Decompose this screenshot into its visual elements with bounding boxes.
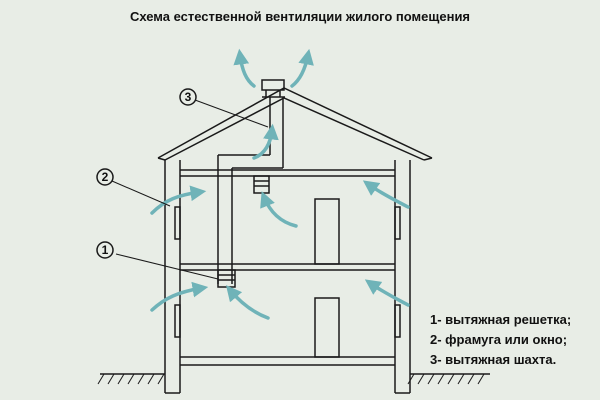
callout-1-number: 1 (102, 243, 109, 257)
airflow-arrow (225, 285, 270, 320)
callout-2-number: 2 (102, 170, 109, 184)
legend-item-transom-window: 2- фрамуга или окно; (430, 332, 568, 347)
airflow-arrow (233, 48, 256, 88)
ground (97, 373, 490, 385)
callout-leaders (111, 99, 269, 280)
callout-2: 2 (96, 168, 114, 186)
house-structure (157, 79, 433, 394)
airflow-arrow (290, 48, 314, 88)
airflow-arrow (260, 191, 298, 228)
legend-item-exhaust-shaft: 3- вытяжная шахта. (430, 352, 557, 367)
callout-3: 3 (179, 88, 197, 106)
diagram-title: Схема естественной вентиляции жилого пом… (129, 9, 471, 24)
airflow-arrow (364, 279, 410, 307)
airflow-arrows (150, 48, 410, 320)
airflow-arrow (252, 123, 279, 160)
airflow-arrow (150, 185, 207, 215)
legend: 1- вытяжная решетка; 2- фрамуга или окно… (430, 310, 571, 370)
airflow-arrow (362, 180, 410, 209)
callout-1: 1 (96, 241, 114, 259)
windows (174, 206, 401, 338)
airflow-arrow (150, 281, 209, 312)
legend-item-exhaust-grille: 1- вытяжная решетка; (430, 312, 572, 327)
callout-3-number: 3 (185, 90, 192, 104)
